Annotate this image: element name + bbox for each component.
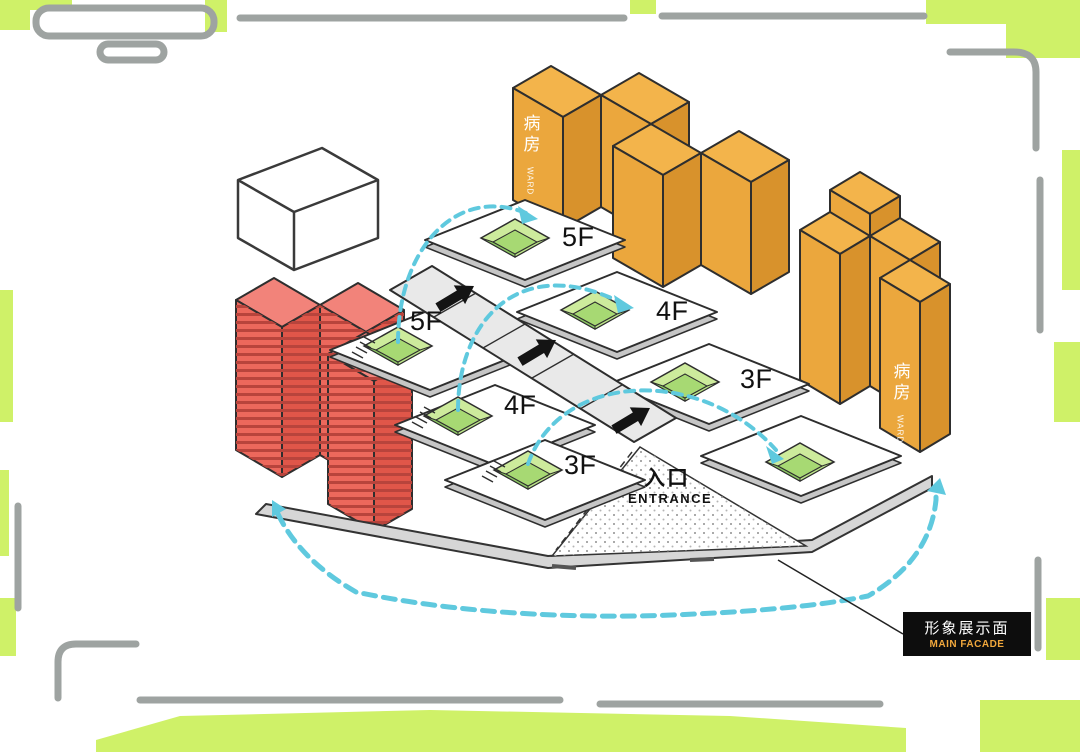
arc-to-4f <box>456 283 624 412</box>
floor-label-right-4f: 4F <box>656 296 689 326</box>
floor-label-right-3f: 3F <box>740 364 773 394</box>
ward-building-right <box>799 171 951 453</box>
ward-building-top <box>512 65 790 295</box>
facade-label-zh: 形象展示面 <box>924 620 1010 637</box>
circulation-arc-heads <box>518 206 784 464</box>
facade-label-en: MAIN FACADE <box>929 639 1005 650</box>
gray-frame-decor <box>14 4 1044 708</box>
red-building <box>235 277 413 532</box>
ward-label-en: WARD <box>525 167 535 196</box>
floor-label-left-4f: 4F <box>504 390 537 420</box>
arc-to-3f <box>526 388 778 466</box>
floor-label-left-3f: 3F <box>564 450 597 480</box>
corridor-steps <box>433 292 623 410</box>
arrowhead-icon <box>766 446 784 464</box>
ward-label-top: 病房 WARD <box>520 114 540 196</box>
facade-leader-line <box>777 559 904 635</box>
main-facade-callout: 形象展示面 MAIN FACADE <box>903 612 1031 656</box>
white-prism-building <box>236 146 380 272</box>
ward-label-en: WARD <box>895 415 905 444</box>
entrance-label-zh: 入口 <box>644 467 690 490</box>
floor-label-left-5f: 5F <box>410 306 443 336</box>
ward-label-zh: 病房 <box>890 362 910 404</box>
circulation-arcs <box>396 204 778 466</box>
entrance-label-en: ENTRANCE <box>628 491 713 506</box>
arc-to-5f <box>396 204 528 344</box>
main-facade-arrow <box>272 478 946 619</box>
floor-label-right-5f: 5F <box>562 222 595 252</box>
arrowhead-icon <box>614 295 634 313</box>
arrowhead-icon <box>927 478 946 495</box>
ward-label-zh: 病房 <box>520 114 540 156</box>
slab-joints <box>551 557 715 570</box>
ward-label-right: 病房 WARD <box>890 362 910 444</box>
arrowhead-icon <box>272 500 286 517</box>
arrowhead-icon <box>518 206 538 224</box>
